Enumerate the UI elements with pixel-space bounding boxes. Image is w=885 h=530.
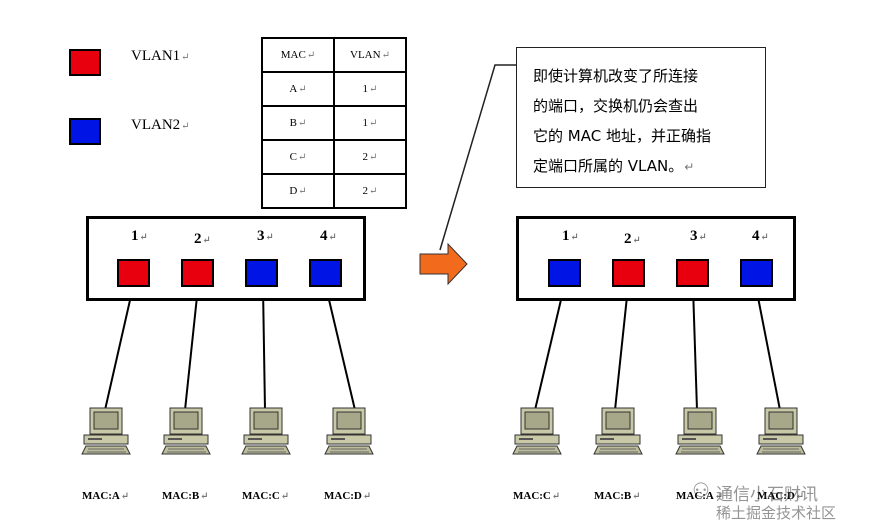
table-header-vlan: VLAN↵: [333, 37, 407, 73]
table-cell-vlan: 2↵: [333, 173, 407, 209]
table-cell-mac: D↵: [261, 173, 335, 209]
left-port-number: 2↵: [194, 231, 211, 247]
left-port: [117, 259, 150, 287]
left-port-number: 4↵: [320, 228, 337, 244]
vlan2-legend-label: VLAN2↵: [131, 117, 190, 133]
computer-icon: [756, 407, 806, 455]
left-port-number: 3↵: [257, 228, 274, 244]
note-line: 即使计算机改变了所连接: [533, 67, 699, 85]
right-port-number: 1↵: [562, 228, 579, 244]
table-row: B↵ 1↵: [261, 105, 407, 141]
vlan1-swatch: [69, 49, 101, 76]
right-port: [740, 259, 773, 287]
table-header-row: MAC↵ VLAN↵: [261, 37, 407, 73]
table-cell-vlan: 1↵: [333, 105, 407, 141]
computer-icon: [161, 407, 211, 455]
note-line: 的端口，交换机仍会查出: [533, 97, 699, 115]
right-port-number: 3↵: [690, 228, 707, 244]
right-computer-mac-label: MAC:A↵: [676, 490, 724, 502]
left-port: [245, 259, 278, 287]
note-line: 定端口所属的 VLAN。↵: [533, 157, 695, 175]
left-port: [309, 259, 342, 287]
arrow-right-icon: [419, 242, 468, 286]
computer-icon: [593, 407, 643, 455]
note-line: 它的 MAC 地址，并正确指: [533, 127, 711, 145]
computer-icon: [675, 407, 725, 455]
table-row: A↵ 1↵: [261, 71, 407, 107]
vlan1-legend-label: VLAN1↵: [131, 48, 190, 64]
table-cell-mac: C↵: [261, 139, 335, 175]
right-port: [548, 259, 581, 287]
left-computer-mac-label: MAC:C↵: [242, 490, 290, 502]
right-port: [676, 259, 709, 287]
table-row: D↵ 2↵: [261, 173, 407, 209]
table-row: C↵ 2↵: [261, 139, 407, 175]
computer-icon: [81, 407, 131, 455]
right-port-number: 2↵: [624, 231, 641, 247]
left-computer-mac-label: MAC:A↵: [82, 490, 130, 502]
left-port: [181, 259, 214, 287]
right-port-number: 4↵: [752, 228, 769, 244]
computer-icon: [324, 407, 374, 455]
vlan2-swatch: [69, 118, 101, 145]
left-port-number: 1↵: [131, 228, 148, 244]
table-cell-vlan: 1↵: [333, 71, 407, 107]
right-computer-mac-label: MAC:D↵: [757, 490, 805, 502]
note-callout: 即使计算机改变了所连接 的端口，交换机仍会查出 它的 MAC 地址，并正确指 定…: [516, 47, 766, 188]
left-computer-mac-label: MAC:B↵: [162, 490, 209, 502]
table-cell-mac: A↵: [261, 71, 335, 107]
right-computer-mac-label: MAC:B↵: [594, 490, 641, 502]
computer-icon: [241, 407, 291, 455]
watermark-line1: 通信小石财讯: [716, 485, 818, 505]
computer-icon: [512, 407, 562, 455]
table-cell-vlan: 2↵: [333, 139, 407, 175]
watermark-line2: 稀土掘金技术社区: [716, 504, 837, 522]
mac-vlan-table: MAC↵ VLAN↵ A↵ 1↵ B↵ 1↵ C↵ 2↵ D↵ 2↵: [261, 37, 407, 209]
right-computer-mac-label: MAC:C↵: [513, 490, 561, 502]
table-header-mac: MAC↵: [261, 37, 335, 73]
watermark-logo-icon: ⚇: [692, 478, 710, 502]
right-port: [612, 259, 645, 287]
left-computer-mac-label: MAC:D↵: [324, 490, 372, 502]
table-cell-mac: B↵: [261, 105, 335, 141]
